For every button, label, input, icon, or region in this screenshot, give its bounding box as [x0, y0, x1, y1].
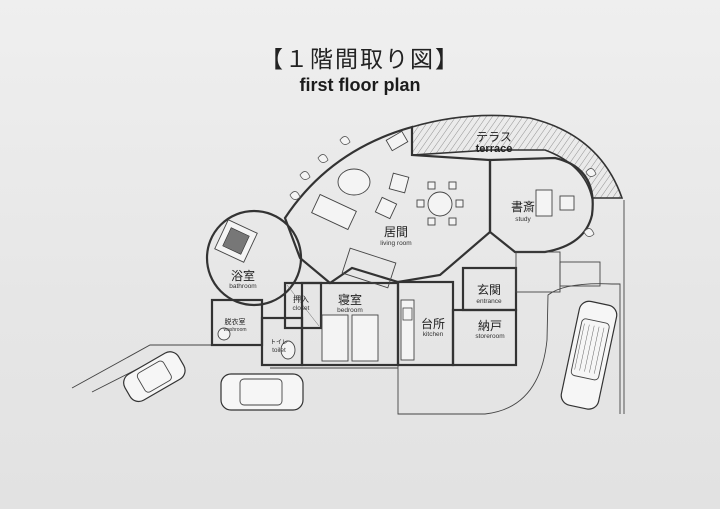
staircase	[341, 247, 397, 289]
study-chair	[559, 195, 575, 211]
toilet-label-en: toilet	[272, 347, 286, 354]
car-left	[123, 351, 186, 403]
bathroom-outline	[205, 209, 303, 307]
armchair-2	[374, 196, 398, 220]
dining-chair	[416, 199, 425, 208]
terrace-label-en: terrace	[476, 143, 513, 155]
closet-label-jp: 押入	[293, 294, 309, 304]
toilet-fixture	[280, 340, 296, 360]
toilet-outline	[260, 316, 304, 367]
storeroom-label-jp: 納戸	[478, 319, 502, 333]
garden-plants	[289, 136, 597, 237]
toilet-label-jp: トイレ	[270, 339, 288, 346]
bathtub-water	[222, 227, 250, 255]
car-middle	[220, 373, 304, 411]
washbasin	[217, 327, 231, 341]
dining-chair	[448, 181, 457, 190]
cabinet	[385, 130, 409, 152]
living-room-label-en: living room	[380, 240, 411, 247]
closet-label-en: closet	[293, 305, 310, 312]
washroom-label-en: washroom	[223, 327, 246, 333]
dining-chair	[448, 217, 457, 226]
bedroom-label-en: bedroom	[337, 307, 363, 314]
kitchen-label-en: kitchen	[423, 331, 444, 338]
bed-right	[351, 314, 379, 362]
study-label-en: study	[515, 216, 531, 223]
dining-chair	[455, 199, 464, 208]
entrance-label-jp: 玄関	[477, 282, 501, 297]
kitchen-label-jp: 台所	[421, 316, 445, 331]
dining-chair	[427, 217, 436, 226]
living-room-outline	[283, 125, 492, 285]
study-label-jp: 書斎	[511, 199, 535, 214]
plan-title-japanese: 【１階間取り図】	[260, 47, 460, 73]
living-room-label-jp: 居間	[384, 225, 408, 239]
car-right	[560, 300, 618, 410]
kitchen-sink	[402, 307, 413, 321]
bedroom-label-jp: 寝室	[338, 292, 362, 307]
entry-porch	[515, 251, 561, 293]
entrance-label-en: entrance	[476, 298, 502, 305]
round-rug	[337, 168, 371, 196]
bathroom-label-en: bathroom	[229, 283, 256, 290]
dining-chair	[427, 181, 436, 190]
study-desk	[535, 189, 553, 217]
sofa	[311, 193, 357, 231]
dining-table	[427, 191, 453, 217]
study-outline	[488, 156, 594, 254]
storeroom-outline	[451, 308, 518, 367]
bed-left	[321, 314, 349, 362]
plan-title-english: first floor plan	[299, 75, 421, 95]
bathroom-label-jp: 浴室	[231, 268, 255, 283]
kitchen-counter	[400, 299, 415, 361]
armchair-1	[388, 172, 410, 194]
porch-steps	[559, 261, 601, 287]
storeroom-label-en: storeroom	[475, 333, 504, 340]
terrace-label-jp: テラス	[476, 130, 512, 144]
washroom-label-jp: 脱衣室	[225, 317, 246, 326]
